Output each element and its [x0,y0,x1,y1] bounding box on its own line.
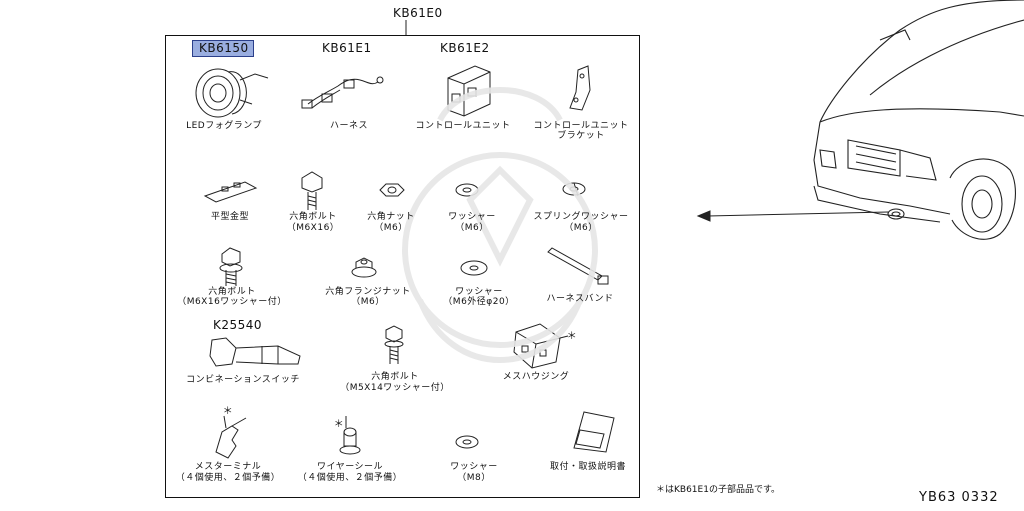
pointer-arrow-icon [696,210,889,222]
spring-washer-spec: （M6） [564,223,598,233]
hex-bolt-small-spec: （M5X14ワッシャー付） [340,383,450,393]
harness-label: ハーネス [329,121,369,131]
flat-bracket-label: 平型金型 [210,212,250,222]
wire-seal-icon [339,416,361,455]
washer-large-label: ワッシャー [455,287,503,297]
control-unit-bracket-icon [569,65,591,111]
watermark-crest [402,87,598,363]
led-fog-lamp-part-number: KB6150 [199,41,249,55]
harness-icon [301,76,384,109]
hex-bolt-small-icon [384,325,404,364]
hex-nut-icon [379,183,405,197]
combination-switch-part-number: K25540 [213,318,263,332]
led-fog-lamp-icon [195,68,269,118]
wire-seal-mark: ＊ [333,419,345,430]
control-unit-bracket-label-2: ブラケット [557,131,605,141]
flat-bracket-icon [203,181,258,203]
hex-nut-spec: （M6） [374,223,408,233]
washer-spec: （M6） [455,223,489,233]
hex-flange-nut-spec: （M6） [351,297,385,307]
female-housing-mark: ＊ [566,331,578,342]
control-unit-part-number: KB61E2 [440,41,490,55]
wire-seal-label: ワイヤーシール [316,462,384,472]
washer-large-spec: （M6外径φ20） [443,297,515,307]
hex-flange-nut-icon [351,257,377,278]
harness-part-number: KB61E1 [322,41,372,55]
combination-switch-icon [209,337,301,367]
female-housing-label: メスハウジング [502,372,570,382]
hex-nut-label: 六角ナット [367,212,415,222]
car-front-icon [813,0,1024,240]
washer-m8-icon [455,435,479,449]
hex-bolt-washer-label: 六角ボルト [208,287,256,297]
instructions-booklet-icon [573,411,615,453]
hex-bolt-small-label: 六角ボルト [371,372,419,382]
part-number-highlight [192,40,254,57]
harness-band-label: ハーネスバンド [546,294,614,304]
washer-m8-label: ワッシャー [450,462,498,472]
hex-bolt-spec: （M6X16） [286,223,340,233]
hex-flange-nut-label: 六角フランジナット [325,287,411,297]
wire-seal-spec: （４個使用、２個予備） [297,473,403,483]
footnote: ＊はKB61E1の子部品品です。 [656,485,781,495]
spring-washer-label: スプリングワッシャー [533,212,629,222]
female-terminal-label: メスターミナル [194,462,262,472]
female-terminal-spec: （４個使用、２個予備） [175,473,281,483]
female-terminal-mark: ＊ [222,406,234,417]
document-code: YB63 0332 [919,490,999,505]
kit-contents-box [165,35,640,498]
kit-part-number: KB61E0 [393,6,443,20]
hex-bolt-label: 六角ボルト [289,212,337,222]
hex-bolt-washer-spec: （M6X16ワッシャー付） [177,297,287,307]
instructions-label: 取付・取扱説明書 [549,462,627,472]
washer-m8-spec: （M8） [457,473,491,483]
control-unit-bracket-label: コントロールユニット [533,121,629,131]
washer-large-icon [460,260,488,276]
hex-bolt-icon [301,171,323,210]
control-unit-label: コントロールユニット [415,121,511,131]
female-terminal-icon [215,415,247,459]
combination-switch-label: コンビネーションスイッチ [186,375,300,385]
harness-band-icon [547,247,609,285]
washer-label: ワッシャー [448,212,496,222]
led-fog-lamp-label: LEDフォグランプ [186,121,262,131]
hex-bolt-washer-icon [219,247,243,286]
